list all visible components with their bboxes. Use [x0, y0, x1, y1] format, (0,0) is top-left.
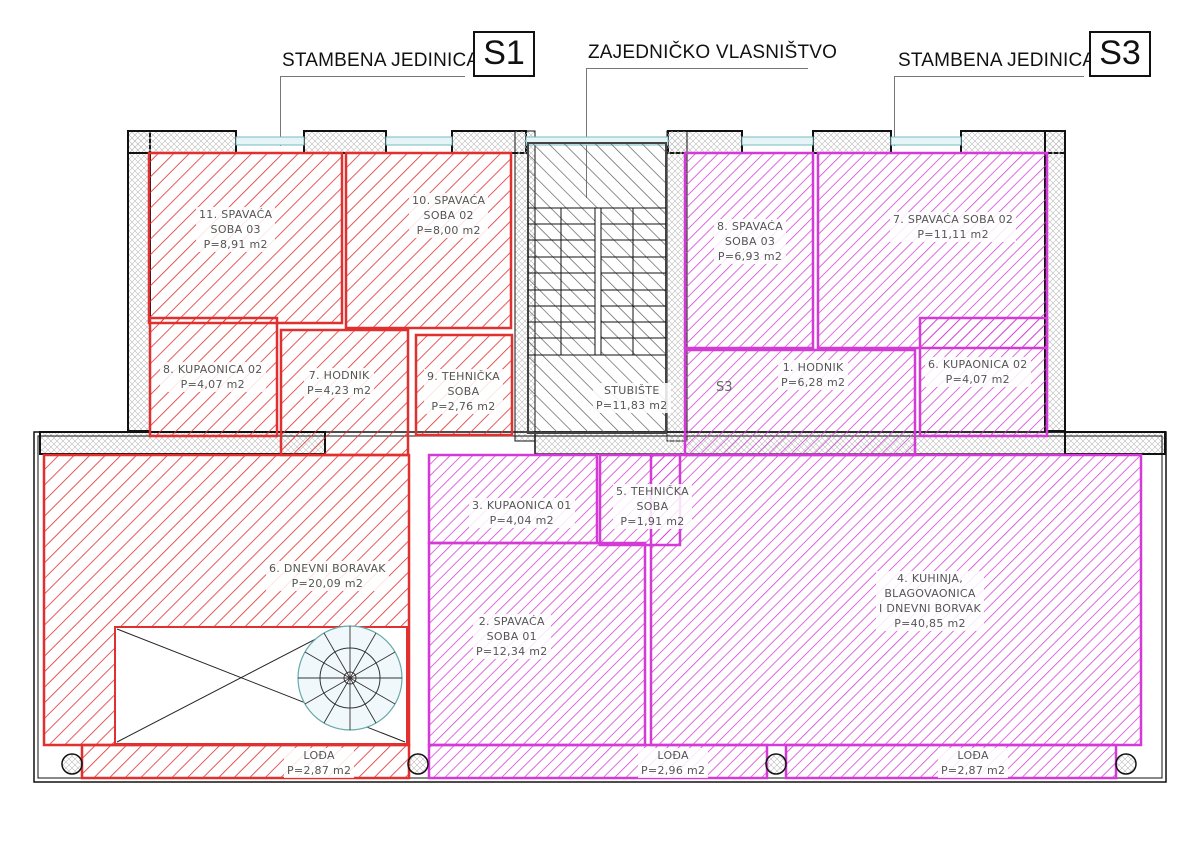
unit-s1-leader [280, 76, 465, 77]
room-area: P=2,76 m2 [431, 400, 496, 413]
room-s3-bedroom-01[interactable]: 2. SPAVAĆA SOBA 01 P=12,34 m2 [473, 614, 551, 659]
exterior-walls [33, 130, 1167, 783]
room-area: P=12,34 m2 [476, 645, 548, 658]
room-name: 7. HODNIK [308, 369, 370, 382]
room-name: 10. SPAVAĆA [412, 194, 486, 207]
unit-s3-code-box: S3 [1089, 31, 1151, 77]
room-s3-bedroom-02[interactable]: 7. SPAVAĆA SOBA 02 P=11,11 m2 [890, 212, 1017, 242]
room-name-3: I DNEVNI BORVAK [879, 602, 981, 615]
room-area: P=2,87 m2 [941, 764, 1006, 777]
room-s3-technical-room[interactable]: 5. TEHNIČKA SOBA P=1,91 m2 [613, 484, 692, 529]
room-area: P=4,07 m2 [180, 378, 245, 391]
unit-s1-code-box: S1 [473, 31, 535, 77]
unit-s1-caption: STAMBENA JEDINICA [282, 50, 480, 71]
room-area: P=4,04 m2 [489, 514, 554, 527]
room-name-2: BLAGOVAONICA [884, 587, 976, 600]
room-s1-technical-room[interactable]: 9. TEHNIČKA SOBA P=2,76 m2 [424, 369, 503, 414]
room-common-stairwell[interactable]: STUBIŠTE P=11,83 m2 [593, 383, 671, 413]
room-name: 4. KUHINJA, [896, 572, 964, 585]
room-area: P=8,00 m2 [416, 224, 481, 237]
room-s1-hallway[interactable]: 7. HODNIK P=4,23 m2 [304, 368, 375, 398]
room-name-2: SOBA 03 [724, 235, 776, 248]
room-s3-hallway[interactable]: 1. HODNIK P=6,28 m2 [778, 360, 849, 390]
room-area: P=2,87 m2 [287, 764, 352, 777]
room-area: P=2,96 m2 [641, 764, 706, 777]
room-name: 3. KUPAONICA 01 [472, 499, 572, 512]
room-area: P=11,83 m2 [596, 399, 668, 412]
room-name-2: SOBA 01 [486, 630, 537, 643]
room-area: P=40,85 m2 [894, 617, 966, 630]
unit-s3-caption: STAMBENA JEDINICA [898, 50, 1096, 71]
room-area: P=4,23 m2 [307, 384, 372, 397]
room-name: LOĐA [657, 749, 689, 762]
room-name: 8. SPAVAĆA [717, 220, 784, 233]
spiral-stair-opening [114, 625, 408, 745]
room-name: 11. SPAVAĆA [199, 208, 273, 221]
room-s1-loggia[interactable]: LOĐA P=2,87 m2 [284, 748, 355, 778]
room-area: P=20,09 m2 [291, 577, 364, 590]
room-name: LOĐA [303, 749, 335, 762]
room-s1-living-room[interactable]: 6. DNEVNI BORAVAK P=20,09 m2 [266, 561, 389, 591]
room-area: P=1,91 m2 [620, 515, 685, 528]
room-name-2: SOBA 03 [210, 223, 261, 236]
unit-s3-leader-drop [894, 76, 895, 146]
room-name: 7. SPAVAĆA SOBA 02 [893, 213, 1014, 226]
room-name: 1. HODNIK [782, 361, 844, 374]
room-area: P=8,91 m2 [203, 238, 268, 251]
columns [61, 753, 1137, 775]
room-s3-kitchen-dining-living[interactable]: 4. KUHINJA, BLAGOVAONICA I DNEVNI BORVAK… [876, 571, 984, 631]
room-area: P=4,07 m2 [945, 373, 1010, 386]
room-s3-loggia-2[interactable]: LOĐA P=2,87 m2 [938, 748, 1009, 778]
room-name-2: SOBA [447, 385, 480, 398]
room-name: 8. KUPAONICA 02 [163, 363, 263, 376]
room-area: P=11,11 m2 [917, 228, 989, 241]
room-s1-bathroom-02[interactable]: 8. KUPAONICA 02 P=4,07 m2 [160, 362, 266, 392]
room-name: LOĐA [957, 749, 989, 762]
s3-stair-mark: S3 [716, 380, 733, 395]
room-s3-loggia-1[interactable]: LOĐA P=2,96 m2 [638, 748, 709, 778]
room-s3-bathroom-02[interactable]: 6. KUPAONICA 02 P=4,07 m2 [925, 357, 1031, 387]
room-name: 6. KUPAONICA 02 [928, 358, 1028, 371]
room-area: P=6,28 m2 [781, 376, 846, 389]
room-name: 6. DNEVNI BORAVAK [269, 562, 386, 575]
room-name-2: SOBA 02 [423, 209, 474, 222]
room-s1-bedroom-03[interactable]: 11. SPAVAĆA SOBA 03 P=8,91 m2 [196, 207, 276, 252]
unit-s1-leader-drop [280, 76, 281, 146]
common-ownership-caption: ZAJEDNIČKO VLASNIŠTVO [588, 42, 838, 63]
room-name: STUBIŠTE [603, 384, 660, 397]
room-name: 2. SPAVAĆA [478, 615, 545, 628]
room-name: 5. TEHNIČKA [616, 485, 689, 498]
common-leader [586, 68, 808, 69]
room-s1-bedroom-02[interactable]: 10. SPAVAĆA SOBA 02 P=8,00 m2 [409, 193, 489, 238]
room-area: P=6,93 m2 [717, 250, 783, 263]
room-name-2: SOBA [636, 500, 669, 513]
room-name: 9. TEHNIČKA [427, 370, 500, 383]
room-s3-bedroom-03[interactable]: 8. SPAVAĆA SOBA 03 P=6,93 m2 [714, 219, 787, 264]
unit-s3-leader [894, 76, 1084, 77]
common-leader-drop [586, 68, 587, 198]
room-s3-bathroom-01[interactable]: 3. KUPAONICA 01 P=4,04 m2 [469, 498, 575, 528]
